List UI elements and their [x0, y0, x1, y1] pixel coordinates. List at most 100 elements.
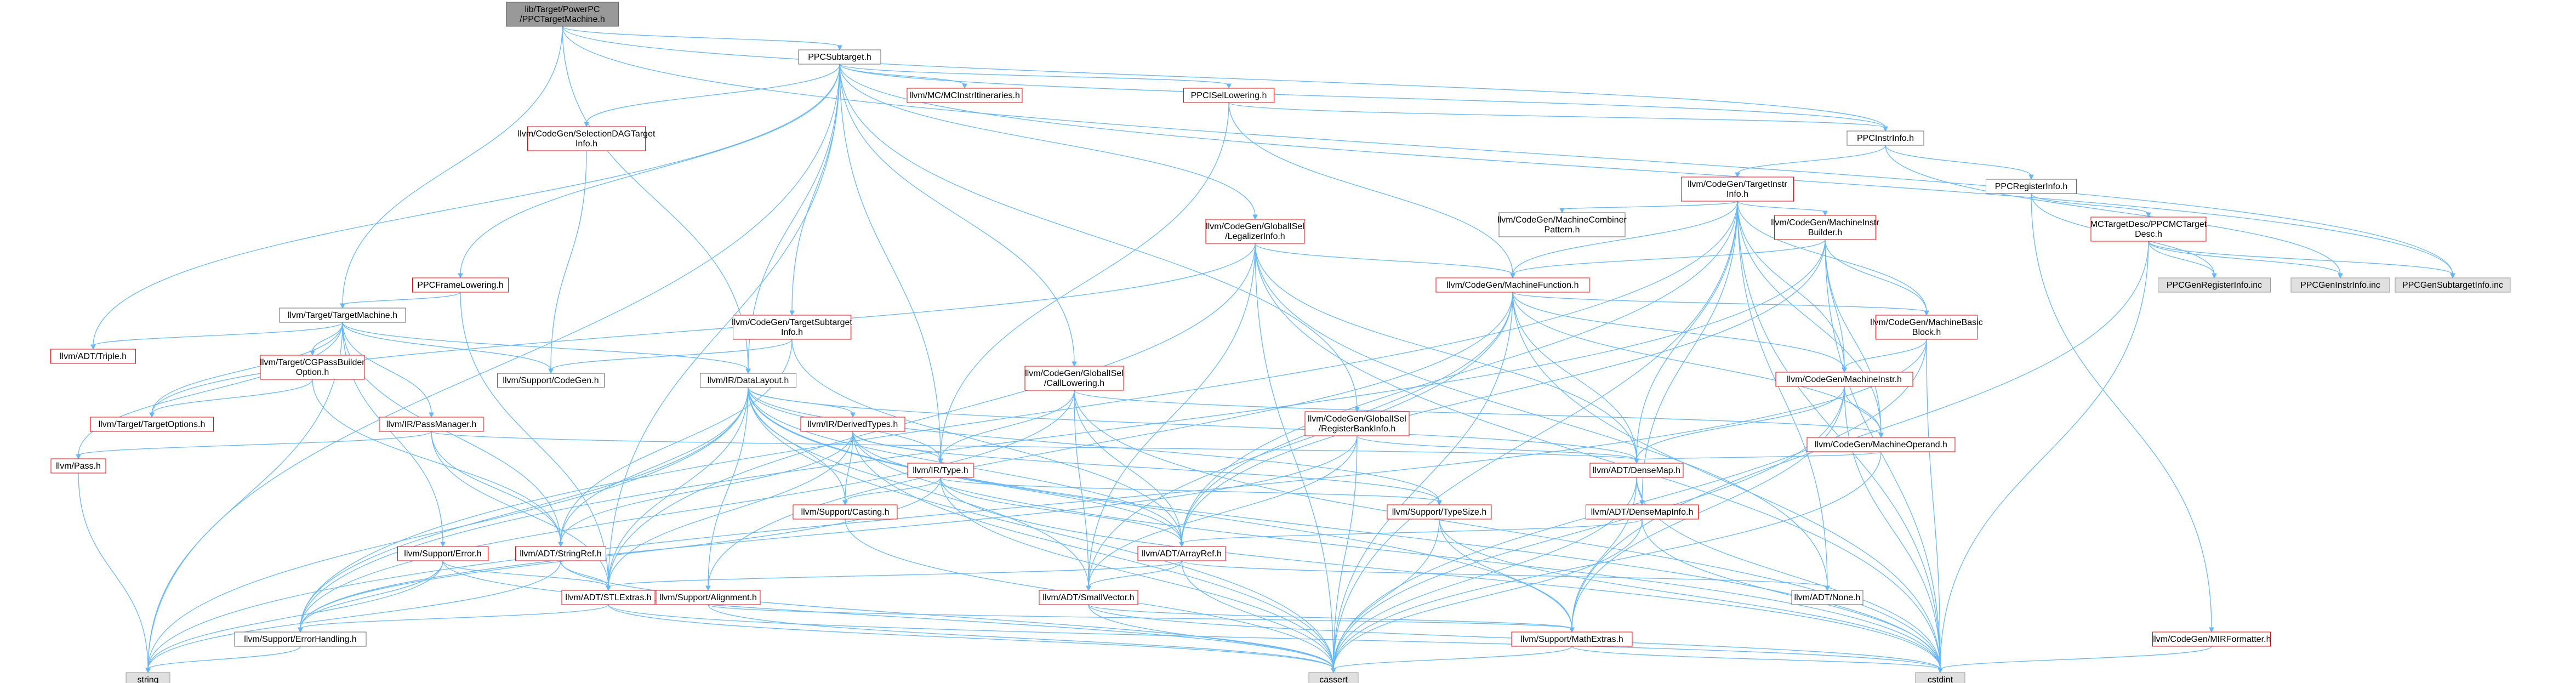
- edge-line: [1737, 201, 1826, 213]
- node-pass[interactable]: llvm/Pass.h: [50, 458, 106, 474]
- node-mirformatter[interactable]: llvm/CodeGen/MIRFormatter.h: [2152, 631, 2271, 647]
- node-supportcasting[interactable]: llvm/Support/Casting.h: [793, 504, 898, 520]
- node-cassert[interactable]: cassert: [1308, 672, 1359, 683]
- edge-arrowhead: [145, 668, 151, 674]
- node-ppcgenregisterinfo[interactable]: PPCGenRegisterInfo.inc: [2158, 277, 2271, 293]
- node-adtstlextras[interactable]: llvm/ADT/STLExtras.h: [561, 590, 656, 605]
- edge-arrowhead: [1437, 500, 1442, 506]
- node-errorhandling[interactable]: llvm/Support/ErrorHandling.h: [234, 631, 367, 647]
- edge-line: [151, 322, 343, 414]
- edge-line: [1074, 390, 1182, 544]
- edge-line: [1255, 243, 1941, 670]
- node-supportcodegen[interactable]: llvm/Support/CodeGen.h: [497, 373, 605, 388]
- node-mathextras[interactable]: llvm/Support/MathExtras.h: [1511, 631, 1633, 647]
- edge-line: [1255, 243, 1513, 275]
- edge-machineinstrbuilder-to-machineoperand: [1825, 239, 1884, 439]
- edge-ppcinstrinfo-to-ppcgeninstrinfo: [1885, 145, 2343, 279]
- node-ppcgensubtargetinfo[interactable]: PPCGenSubtargetInfo.inc: [2395, 277, 2511, 293]
- node-box: [1387, 504, 1492, 520]
- node-irpassmanager[interactable]: llvm/IR/PassManager.h: [379, 417, 484, 432]
- node-ppciselowering[interactable]: PPCISelLowering.h: [1183, 88, 1274, 103]
- edge-line: [1571, 241, 2149, 629]
- node-irdatalayout[interactable]: llvm/IR/DataLayout.h: [700, 373, 796, 388]
- edge-line: [562, 26, 1886, 128]
- node-adtsmallvector[interactable]: llvm/ADT/SmallVector.h: [1039, 590, 1138, 605]
- edge-root-to-targetmachine: [340, 26, 563, 309]
- node-calllowering[interactable]: llvm/CodeGen/GlobalISel/CallLowering.h: [1024, 366, 1124, 391]
- node-ppcregisterinfo[interactable]: PPCRegisterInfo.h: [1986, 179, 2077, 194]
- edge-line: [839, 64, 1075, 363]
- node-label: Option.h: [296, 368, 329, 377]
- node-registerbankinfo[interactable]: llvm/CodeGen/GlobalISel/RegisterBankInfo…: [1304, 411, 1410, 436]
- node-label: llvm/CodeGen/GlobalISel: [1025, 369, 1124, 378]
- edge-line: [1333, 386, 1845, 670]
- edge-line: [940, 102, 1229, 460]
- edge-line: [560, 387, 749, 544]
- node-ppcgeninstrinfo[interactable]: PPCGenInstrInfo.inc: [2290, 277, 2390, 293]
- node-string[interactable]: string: [126, 672, 170, 683]
- edge-arrowhead: [2338, 273, 2343, 279]
- node-box: [2395, 277, 2511, 293]
- node-adttriple[interactable]: llvm/ADT/Triple.h: [50, 349, 136, 364]
- edge-targetmachine-to-cgpassbuilderoption: [310, 322, 343, 356]
- edge-line: [1512, 239, 1826, 275]
- edge-targetinstrinfo-to-machinecombinerpattern: [1559, 201, 1738, 214]
- node-ppcsubtarget[interactable]: PPCSubtarget.h: [798, 49, 881, 65]
- edge-arrowhead: [1559, 208, 1565, 214]
- edge-line: [748, 387, 1440, 502]
- edge-line: [839, 64, 941, 460]
- node-box: [412, 277, 509, 293]
- node-supportalignment[interactable]: llvm/Support/Alignment.h: [656, 590, 761, 605]
- node-adtnone[interactable]: llvm/ADT/None.h: [1791, 590, 1863, 605]
- edge-line: [78, 322, 343, 456]
- edge-root-to-irdatalayout: [562, 26, 751, 374]
- node-root[interactable]: lib/Target/PowerPC/PPCTargetMachine.h: [506, 2, 619, 27]
- node-legalizerinfo[interactable]: llvm/CodeGen/GlobalISel/LegalizerInfo.h: [1205, 219, 1305, 244]
- edge-ppcsubtarget-to-registerbankinfo: [839, 64, 1360, 413]
- node-machineinstr[interactable]: llvm/CodeGen/MachineInstr.h: [1775, 372, 1913, 387]
- node-mcinstritineraries[interactable]: llvm/MC/MCInstrItineraries.h: [907, 88, 1023, 103]
- node-box: [2090, 217, 2207, 242]
- edge-ppciselowering-to-machinefunction: [1228, 102, 1515, 279]
- node-irtype[interactable]: llvm/IR/Type.h: [907, 463, 974, 478]
- node-cstdint[interactable]: cstdint: [1915, 672, 1965, 683]
- node-densemapinfo[interactable]: llvm/ADT/DenseMapInfo.h: [1586, 504, 1699, 520]
- node-label: llvm/IR/PassManager.h: [386, 420, 477, 429]
- node-box: [1876, 315, 1977, 340]
- node-machineoperand[interactable]: llvm/CodeGen/MachineOperand.h: [1806, 437, 1956, 452]
- node-box: [50, 458, 106, 474]
- node-label: llvm/Target/TargetOptions.h: [99, 420, 206, 429]
- node-supporttypesize[interactable]: llvm/Support/TypeSize.h: [1387, 504, 1492, 520]
- node-box: [1586, 504, 1699, 520]
- edge-supportalignment-to-cassert: [708, 604, 1336, 674]
- edge-arrowhead: [745, 368, 751, 374]
- node-ppcframelowering[interactable]: PPCFrameLowering.h: [412, 277, 509, 293]
- node-targetmachine[interactable]: llvm/Target/TargetMachine.h: [279, 308, 406, 323]
- node-ppcinstrinfo[interactable]: PPCInstrInfo.h: [1846, 130, 1924, 146]
- edge-line: [93, 322, 343, 346]
- edge-ppcsubtarget-to-irtype: [839, 64, 943, 464]
- node-machinefunction[interactable]: llvm/CodeGen/MachineFunction.h: [1435, 277, 1590, 293]
- node-irderivedtypes[interactable]: llvm/IR/DerivedTypes.h: [800, 417, 905, 432]
- node-adtdensemap[interactable]: llvm/ADT/DenseMap.h: [1589, 463, 1684, 478]
- node-box: [497, 373, 605, 388]
- node-label: llvm/CodeGen/TargetInstr: [1688, 180, 1787, 189]
- node-adtstringref[interactable]: llvm/ADT/StringRef.h: [515, 546, 606, 561]
- node-supporterror[interactable]: llvm/Support/Error.h: [397, 546, 488, 561]
- edge-line: [1825, 239, 1882, 435]
- node-adtarrayref[interactable]: llvm/ADT/ArrayRef.h: [1137, 546, 1226, 561]
- edge-registerbankinfo-to-adtsmallvector: [1086, 435, 1358, 591]
- edge-line: [1333, 646, 1572, 670]
- edge-arrowhead: [2209, 627, 2214, 633]
- node-targetoptions[interactable]: llvm/Target/TargetOptions.h: [90, 417, 214, 432]
- edge-line: [1088, 604, 1334, 670]
- edge-adtstlextras-to-errorhandling: [298, 604, 609, 633]
